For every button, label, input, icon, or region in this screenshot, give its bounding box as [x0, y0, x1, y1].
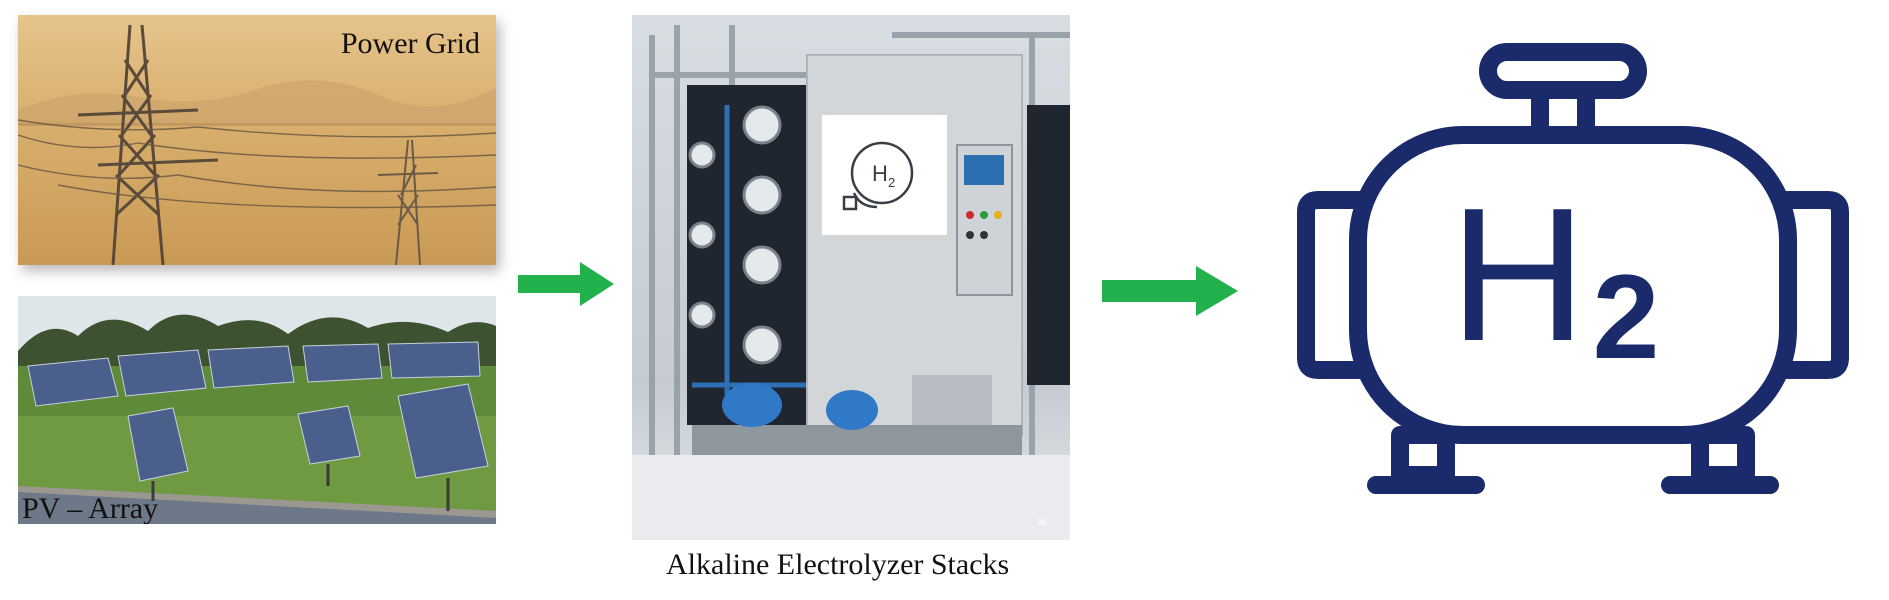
electrolyzer-badge-h: H — [872, 161, 888, 186]
hydrogen-tank-illustration: H 2 — [1297, 43, 1849, 494]
electrolyzer-illustration: H 2 ai — [632, 15, 1070, 540]
arrow-to-tank-icon — [1102, 266, 1238, 316]
electrolyzer-image: H 2 ai — [632, 15, 1070, 540]
power-grid-illustration: Power Grid — [18, 15, 496, 265]
arrow-to-electrolyzer-icon — [518, 262, 614, 306]
electrolyzer-badge-sub: 2 — [888, 175, 895, 190]
pv-array-illustration: PV – Array — [18, 296, 496, 524]
power-grid-image: Power Grid — [18, 15, 496, 265]
pv-array-image: PV – Array — [18, 296, 496, 524]
electrolyzer-caption: Alkaline Electrolyzer Stacks — [666, 548, 1010, 581]
plug-icon — [842, 192, 878, 211]
tank-h-label: H — [1449, 169, 1586, 381]
hydrogen-tank-icon: H 2 — [1288, 40, 1858, 500]
pv-array-caption: PV – Array — [22, 492, 158, 524]
tank-subscript-label: 2 — [1593, 250, 1660, 384]
power-grid-caption: Power Grid — [341, 27, 480, 60]
ai-watermark: ai — [1037, 514, 1046, 528]
